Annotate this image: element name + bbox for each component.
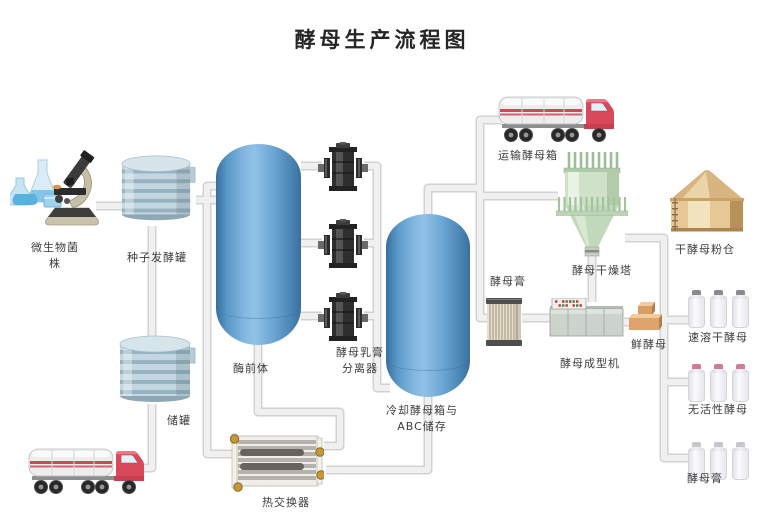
dry-yeast-silo-icon	[668, 168, 746, 238]
instant-dry-yeast-label: 速溶干酵母	[688, 331, 748, 344]
yeast-extract-filter-icon	[486, 298, 522, 346]
separator-icon	[318, 292, 368, 344]
bottle-icon	[710, 442, 727, 480]
heat-exchanger-icon	[229, 432, 326, 494]
seed-fermenter-tank-icon	[118, 152, 196, 228]
bottle-icon	[688, 442, 705, 480]
molding-machine-label: 酵母成型机	[560, 357, 620, 370]
drying-tower-icon	[555, 150, 629, 260]
yeast-extract-label: 酵母膏	[687, 472, 723, 485]
dry-yeast-silo-label: 干酵母粉仓	[675, 243, 735, 256]
bottle-icon	[732, 364, 749, 402]
instant-dry-yeast-bottles-icon	[688, 288, 749, 328]
transport-truck-label: 运输酵母箱	[498, 149, 558, 162]
transport-truck-icon	[498, 90, 614, 144]
microscope-icon	[7, 148, 102, 230]
separator-icon	[318, 142, 368, 194]
cream-separator-label: 酵母乳膏分离器	[336, 346, 384, 375]
fresh-yeast-label: 鲜酵母	[631, 338, 667, 351]
pre-fermenter-label: 酶前体	[233, 362, 269, 375]
inactive-yeast-label: 无活性酵母	[688, 403, 748, 416]
tanker-truck-icon	[28, 442, 144, 496]
strain-label: 微生物菌株	[31, 241, 79, 270]
storage-tank-icon	[116, 332, 196, 410]
cooling-storage-label: 冷却酵母箱与ABC储存	[386, 404, 458, 433]
fresh-yeast-block-icon	[628, 300, 664, 336]
inactive-yeast-bottles-icon	[688, 362, 749, 402]
yeast-extract-bottles-icon	[688, 440, 749, 480]
separator-icon	[318, 219, 368, 271]
cooling-storage-tank-icon	[386, 214, 470, 397]
yeast-extract-filter-label: 酵母膏	[490, 275, 526, 288]
molding-machine-icon	[549, 297, 625, 338]
bottle-icon	[732, 442, 749, 480]
bottle-icon	[688, 364, 705, 402]
pre-fermenter-tank-icon	[216, 144, 301, 345]
diagram-title: 酵母生产流程图	[294, 28, 470, 52]
seed-fermenter-label: 种子发酵罐	[127, 251, 187, 264]
bottle-icon	[732, 290, 749, 328]
drying-tower-label: 酵母干燥塔	[572, 264, 632, 277]
bottle-icon	[688, 290, 705, 328]
heat-exchanger-label: 热交换器	[262, 496, 310, 509]
storage-tank-label: 储罐	[167, 414, 191, 427]
bottle-icon	[710, 364, 727, 402]
bottle-icon	[710, 290, 727, 328]
